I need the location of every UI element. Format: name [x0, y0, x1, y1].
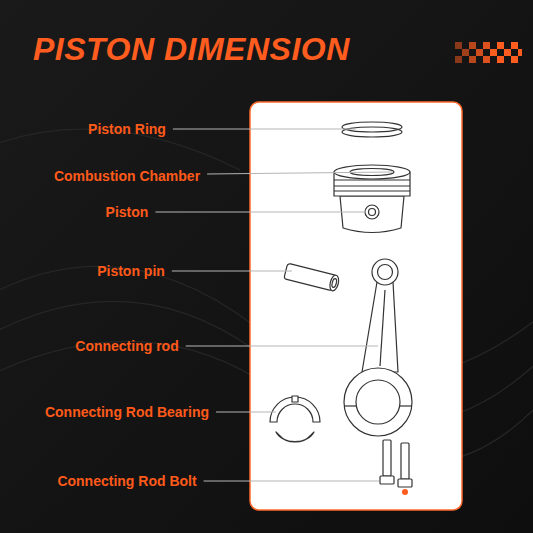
- leader-line: [204, 481, 379, 482]
- part-label: Piston pin: [97, 263, 165, 280]
- leader-line: [172, 271, 292, 272]
- part-label: Piston Ring: [88, 121, 166, 138]
- page-title: PISTON DIMENSION: [33, 31, 350, 68]
- checker-pattern: [455, 42, 522, 63]
- piston: [334, 165, 410, 233]
- leader-line: [173, 129, 356, 130]
- part-label: Connecting Rod Bearing: [45, 404, 209, 421]
- leader-line: [155, 212, 366, 213]
- piston-pin: [284, 263, 340, 292]
- rod-bolts: [380, 440, 412, 495]
- part-label: Connecting rod: [75, 338, 178, 355]
- part-label: Piston: [106, 204, 149, 221]
- connecting-rod: [344, 259, 412, 436]
- leader-line: [186, 346, 378, 347]
- part-label: Combustion Chamber: [54, 168, 200, 185]
- parts-panel: [250, 102, 462, 510]
- rod-bearing: [270, 396, 320, 442]
- leader-line: [216, 412, 276, 413]
- part-label: Connecting Rod Bolt: [57, 473, 196, 490]
- leader-line: [207, 172, 392, 174]
